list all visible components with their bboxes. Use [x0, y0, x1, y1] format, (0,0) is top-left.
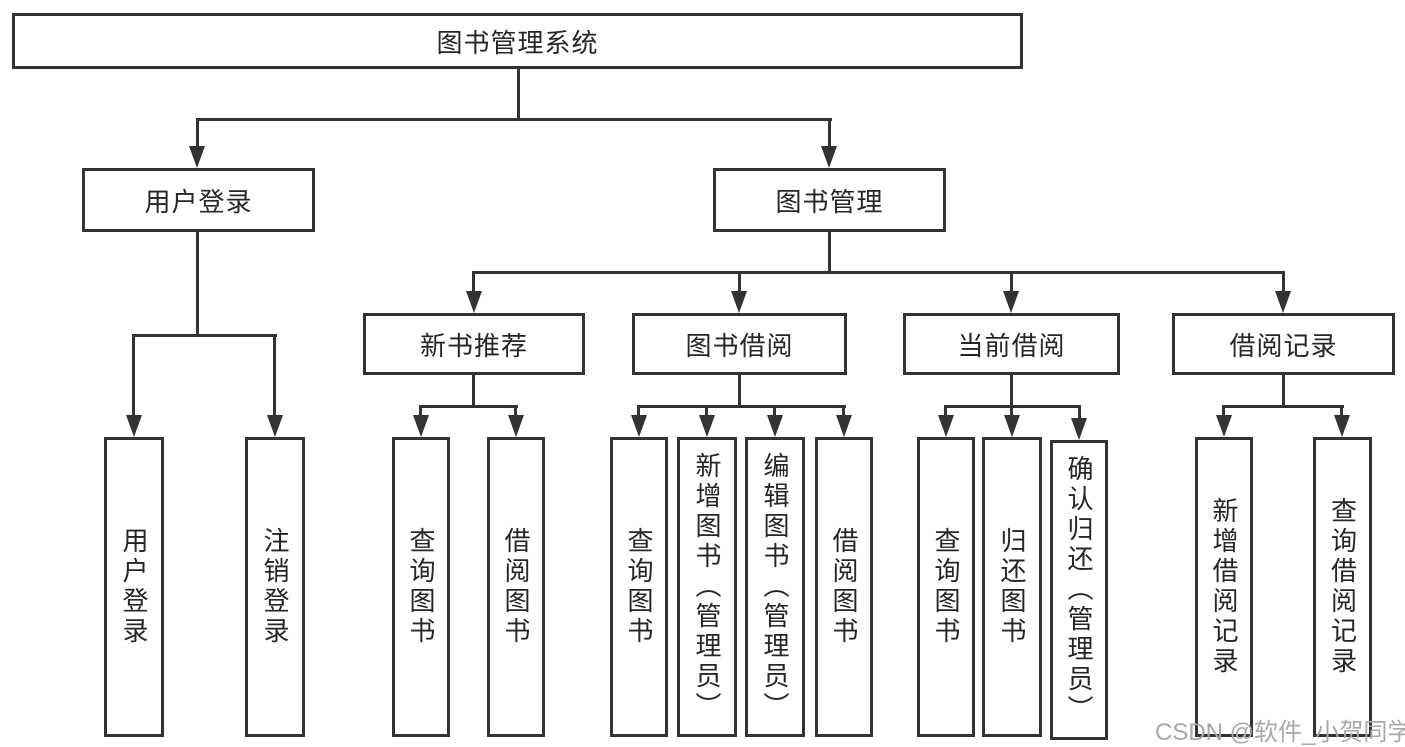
connector-line [738, 375, 741, 408]
connector-line [472, 375, 475, 408]
leaf-borrow-books: 借阅图书 [815, 437, 873, 737]
leaf-query-books-borrow: 查询图书 [610, 437, 668, 737]
leaf-query-books-recommend-label: 查询图书 [406, 527, 436, 647]
connector-line [944, 405, 947, 418]
connector-line [196, 118, 199, 149]
connector-line [828, 232, 831, 274]
connector-line [637, 405, 846, 408]
arrow-down-icon [1004, 415, 1020, 437]
arrow-down-icon [189, 146, 205, 168]
connector-line [196, 118, 832, 121]
node-new-book-recommend: 新书推荐 [363, 313, 585, 375]
leaf-logout: 注销登录 [245, 437, 305, 737]
node-user-login: 用户登录 [82, 168, 315, 232]
arrow-down-icon [699, 415, 715, 437]
arrow-down-icon [821, 146, 837, 168]
node-book-borrow-label: 图书借阅 [685, 330, 794, 361]
arrow-down-icon [413, 415, 429, 437]
node-root: 图书管理系统 [12, 13, 1023, 69]
connector-line [828, 118, 831, 149]
connector-line [1282, 375, 1285, 408]
leaf-query-books-current-label: 查询图书 [931, 527, 961, 647]
leaf-edit-books-admin: 编辑图书（管理员） [745, 437, 805, 737]
arrow-down-icon [267, 415, 283, 437]
leaf-user-login: 用户登录 [104, 437, 164, 737]
arrow-down-icon [1275, 291, 1291, 313]
arrow-down-icon [126, 415, 142, 437]
connector-line [419, 405, 518, 408]
arrow-down-icon [836, 415, 852, 437]
connector-line [738, 271, 741, 294]
connector-line [196, 232, 199, 337]
connector-line [514, 405, 517, 418]
connector-line [842, 405, 845, 418]
connector-line [419, 405, 422, 418]
leaf-confirm-return-admin: 确认归还（管理员） [1050, 440, 1108, 740]
leaf-borrow-books-recommend: 借阅图书 [487, 437, 545, 737]
connector-line [1078, 405, 1081, 418]
leaf-add-books-admin: 新增图书（管理员） [677, 437, 737, 737]
connector-line [1010, 271, 1013, 294]
connector-line [1340, 405, 1343, 418]
arrow-down-icon [1334, 415, 1350, 437]
connector-line [637, 405, 640, 418]
arrow-down-icon [466, 291, 482, 313]
node-root-label: 图书管理系统 [436, 27, 599, 58]
connector-line [773, 405, 776, 418]
leaf-query-books-borrow-label: 查询图书 [624, 527, 654, 647]
leaf-borrow-books-label: 借阅图书 [829, 527, 859, 647]
node-borrow-records: 借阅记录 [1172, 313, 1395, 375]
node-current-borrow-label: 当前借阅 [957, 330, 1066, 361]
leaf-logout-label: 注销登录 [260, 527, 290, 647]
connector-line [132, 334, 277, 337]
leaf-user-login-label: 用户登录 [119, 527, 149, 647]
arrow-down-icon [938, 415, 954, 437]
arrow-down-icon [1216, 415, 1232, 437]
connector-line [705, 405, 708, 418]
node-book-borrow: 图书借阅 [632, 313, 847, 375]
leaf-borrow-books-recommend-label: 借阅图书 [501, 527, 531, 647]
arrow-down-icon [1003, 291, 1019, 313]
arrow-down-icon [1071, 418, 1087, 440]
connector-line [1282, 271, 1285, 294]
connector-line [132, 334, 135, 418]
leaf-add-borrow-record: 新增借阅记录 [1195, 437, 1253, 737]
connector-line [273, 334, 276, 418]
leaf-return-books-label: 归还图书 [997, 527, 1027, 647]
node-book-management-label: 图书管理 [775, 186, 884, 217]
connector-line [1010, 405, 1013, 418]
leaf-return-books: 归还图书 [982, 437, 1042, 737]
arrow-down-icon [508, 415, 524, 437]
connector-line [517, 69, 520, 121]
leaf-add-books-admin-label: 新增图书（管理员） [692, 452, 722, 722]
leaf-query-borrow-record-label: 查询借阅记录 [1327, 497, 1358, 677]
arrow-down-icon [631, 415, 647, 437]
connector-line [472, 271, 475, 294]
arrow-down-icon [731, 291, 747, 313]
leaf-confirm-return-admin-label: 确认归还（管理员） [1064, 455, 1094, 725]
node-borrow-records-label: 借阅记录 [1229, 330, 1338, 361]
arrow-down-icon [767, 415, 783, 437]
leaf-query-borrow-record: 查询借阅记录 [1313, 437, 1372, 737]
connector-line [472, 271, 1285, 274]
node-book-management: 图书管理 [713, 168, 946, 232]
node-new-book-recommend-label: 新书推荐 [419, 330, 528, 361]
connector-line [1222, 405, 1344, 408]
node-current-borrow: 当前借阅 [903, 313, 1120, 375]
node-user-login-label: 用户登录 [144, 186, 253, 217]
leaf-query-books-recommend: 查询图书 [392, 437, 450, 737]
watermark: CSDN @软件_小贺同学 [1155, 719, 1405, 746]
connector-line [1222, 405, 1225, 418]
leaf-add-borrow-record-label: 新增借阅记录 [1209, 497, 1239, 677]
leaf-edit-books-admin-label: 编辑图书（管理员） [760, 452, 790, 722]
connector-line [1010, 375, 1013, 408]
leaf-query-books-current: 查询图书 [917, 437, 975, 737]
